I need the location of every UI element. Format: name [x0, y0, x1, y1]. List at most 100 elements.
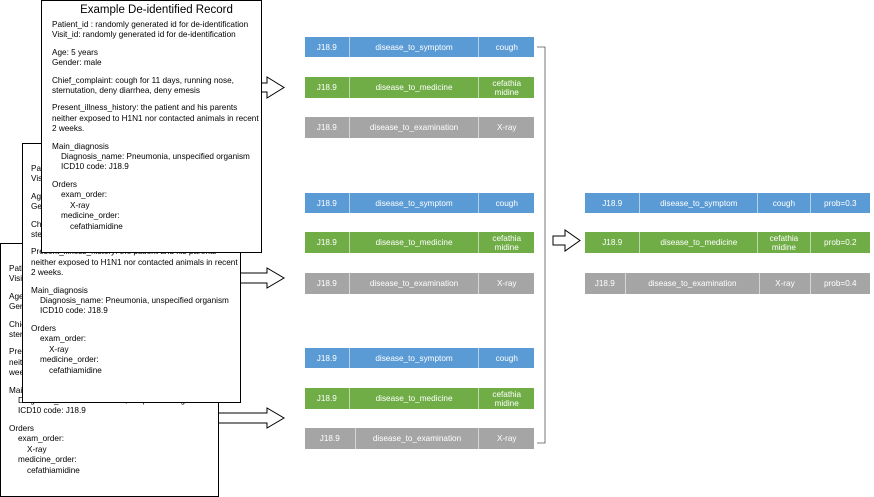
- icd10-code-text: ICD10 code: J18.9: [61, 162, 129, 172]
- triple-disease-code: J18.9: [305, 232, 350, 253]
- main-diagnosis-label: Main_diagnosis: [52, 141, 109, 151]
- triple-relation: disease_to_medicine: [350, 388, 480, 409]
- present-illness-text: wee: [9, 368, 25, 378]
- diagnosis-name-text: Diagnosis_name: Pneumonia, unspecified o…: [40, 296, 229, 306]
- triple-relation: disease_to_medicine: [350, 77, 480, 98]
- age-text: Age: 5 years: [52, 47, 98, 57]
- exam-order-value: X-ray: [27, 444, 47, 454]
- aggregated-entity: cough: [758, 193, 811, 213]
- exam-order-label: exam_order:: [40, 334, 86, 344]
- triple-entity-line: cefathia: [492, 78, 522, 88]
- age-text: Age: [9, 291, 24, 301]
- chief-complaint-text: ster: [9, 330, 23, 340]
- medicine-order-label: medicine_order:: [61, 211, 120, 221]
- gender-text: Gen: [31, 202, 47, 212]
- triple-disease-code: J18.9: [305, 193, 350, 213]
- aggregated-entity-line: midine: [771, 242, 796, 252]
- medicine-order-value: cefathiamidine: [49, 365, 102, 375]
- triple-symptom-row: J18.9 disease_to_symptom cough: [305, 348, 534, 368]
- medicine-order-value: cefathiamidine: [27, 465, 80, 475]
- aggregated-disease-code: J18.9: [585, 232, 641, 253]
- record-title: Example De-identified Record: [80, 4, 233, 16]
- diagnosis-name-text: Diagnosis_name: Pneumonia, unspecified o…: [61, 152, 250, 162]
- triple-entity-line: cefathia: [492, 233, 522, 243]
- aggregate-bracket: [537, 46, 546, 444]
- triple-entity: cough: [495, 198, 518, 208]
- triple-disease-code: J18.9: [305, 273, 350, 294]
- medicine-order-value: cefathiamidine: [70, 221, 123, 231]
- triple-examination-row: J18.9 disease_to_examination X-ray: [305, 117, 534, 138]
- triple-medicine-row: J18.9 disease_to_medicine cefathia midin…: [305, 232, 534, 253]
- triple-entity-line: midine: [494, 398, 519, 408]
- gender-text: Gen: [9, 302, 25, 312]
- chief-complaint-text: sternutation, deny diarrhea, deny emesis: [52, 86, 200, 96]
- age-text: Age: [31, 191, 46, 201]
- visit-id-text: Visit: [31, 174, 47, 184]
- chief-complaint-text: Chie: [9, 319, 26, 329]
- patient-id-text: Patie: [9, 264, 28, 273]
- record-arrow-bottom: [209, 407, 285, 429]
- orders-label: Orders: [9, 423, 35, 433]
- chief-complaint-text: Chie: [31, 219, 48, 229]
- triple-disease-code: J18.9: [305, 428, 356, 449]
- triple-symptom-row: J18.9 disease_to_symptom cough: [305, 193, 534, 213]
- aggregated-disease-code: J18.9: [585, 193, 641, 213]
- present-illness-text: 2 weeks.: [31, 268, 64, 278]
- triple-entity: X-ray: [496, 434, 517, 443]
- medicine-order-label: medicine_order:: [18, 455, 77, 465]
- aggregated-entity: cefathia midine: [758, 232, 811, 253]
- triple-entity: X-ray: [496, 279, 517, 288]
- exam-order-label: exam_order:: [61, 190, 107, 200]
- icd10-code-text: ICD10 code: J18.9: [18, 406, 86, 416]
- triple-entity: cough: [495, 353, 518, 363]
- triple-relation: disease_to_symptom: [350, 37, 480, 57]
- orders-label: Orders: [31, 323, 57, 333]
- triple-symptom-row: J18.9 disease_to_symptom cough: [305, 37, 534, 57]
- aggregated-entity-line: cefathia: [769, 233, 799, 243]
- exam-order-value: X-ray: [49, 344, 69, 354]
- record-card-front: Example De-identified Record Patient_id …: [41, 0, 262, 253]
- triple-entity-line: midine: [494, 87, 519, 97]
- present-illness-text: Pres: [9, 347, 26, 357]
- present-illness-text: neither exposed to H1N1 nor contacted an…: [31, 257, 238, 267]
- aggregated-medicine-row: J18.9 disease_to_medicine cefathia midin…: [585, 232, 870, 253]
- triple-relation: disease_to_examination: [350, 117, 480, 138]
- triple-entity: X-ray: [496, 123, 517, 132]
- visit-id-text: Visit: [9, 274, 25, 284]
- triple-disease-code: J18.9: [305, 388, 350, 409]
- triple-disease-code: J18.9: [305, 348, 350, 368]
- triple-relation: disease_to_medicine: [350, 232, 480, 253]
- triple-relation: disease_to_examination: [356, 428, 480, 449]
- aggregated-relation: disease_to_medicine: [640, 232, 759, 253]
- orders-label: Orders: [52, 179, 78, 189]
- triple-entity: cefathia midine: [479, 388, 534, 409]
- aggregated-relation: disease_to_symptom: [640, 193, 759, 213]
- gender-text: Gender: male: [52, 58, 102, 68]
- triple-entity-line: cefathia: [492, 389, 522, 399]
- triple-disease-code: J18.9: [305, 77, 350, 98]
- aggregate-arrow: [552, 229, 581, 252]
- aggregated-examination-row: J18.9 disease_to_examination X-ray prob=…: [585, 273, 870, 294]
- chief-complaint-text: ster: [31, 230, 45, 240]
- chief-complaint-text: Chief_complaint: cough for 11 days, runn…: [52, 75, 234, 85]
- main-diagnosis-label: Main_diagnosis: [31, 285, 88, 295]
- aggregated-disease-code: J18.9: [585, 273, 626, 294]
- triple-entity: cefathia midine: [479, 77, 534, 98]
- patient-id-text: Patient_id : randomly generated id for d…: [52, 20, 249, 29]
- exam-order-value: X-ray: [70, 200, 90, 210]
- aggregated-probability: prob=0.3: [824, 198, 857, 208]
- triple-disease-code: J18.9: [305, 37, 350, 57]
- present-illness-text: neit: [9, 357, 23, 367]
- triple-medicine-row: J18.9 disease_to_medicine cefathia midin…: [305, 388, 534, 409]
- triple-entity: cough: [495, 42, 518, 52]
- triple-disease-code: J18.9: [305, 117, 350, 138]
- patient-id-text: Patie: [31, 164, 240, 174]
- triple-relation: disease_to_examination: [350, 273, 480, 294]
- exam-order-label: exam_order:: [18, 434, 64, 444]
- triple-relation: disease_to_symptom: [350, 193, 480, 213]
- triple-relation: disease_to_symptom: [350, 348, 480, 368]
- aggregated-relation: disease_to_examination: [626, 273, 761, 294]
- aggregated-symptom-row: J18.9 disease_to_symptom cough prob=0.3: [585, 193, 870, 213]
- triple-examination-row: J18.9 disease_to_examination X-ray: [305, 273, 534, 294]
- aggregated-probability: prob=0.4: [824, 279, 857, 288]
